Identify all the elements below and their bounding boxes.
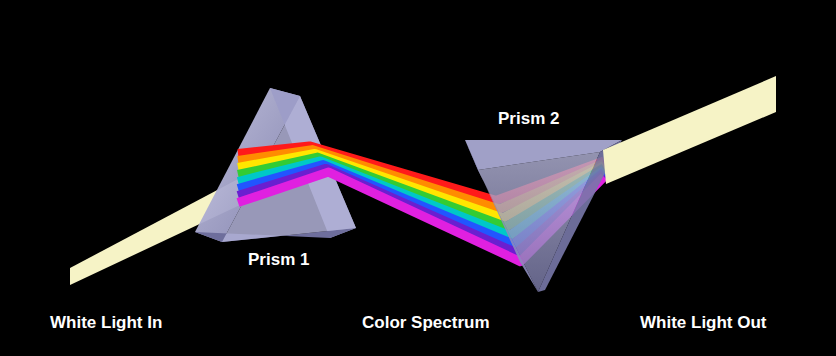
text-label: Prism 1 [248,251,309,270]
text-label: White Light Out [640,314,767,333]
text-label: Color Spectrum [362,314,490,333]
white-beam-out [603,76,776,184]
prism-2 [465,140,622,292]
text-label: White Light In [50,314,162,333]
text-label: Prism 2 [498,110,559,129]
